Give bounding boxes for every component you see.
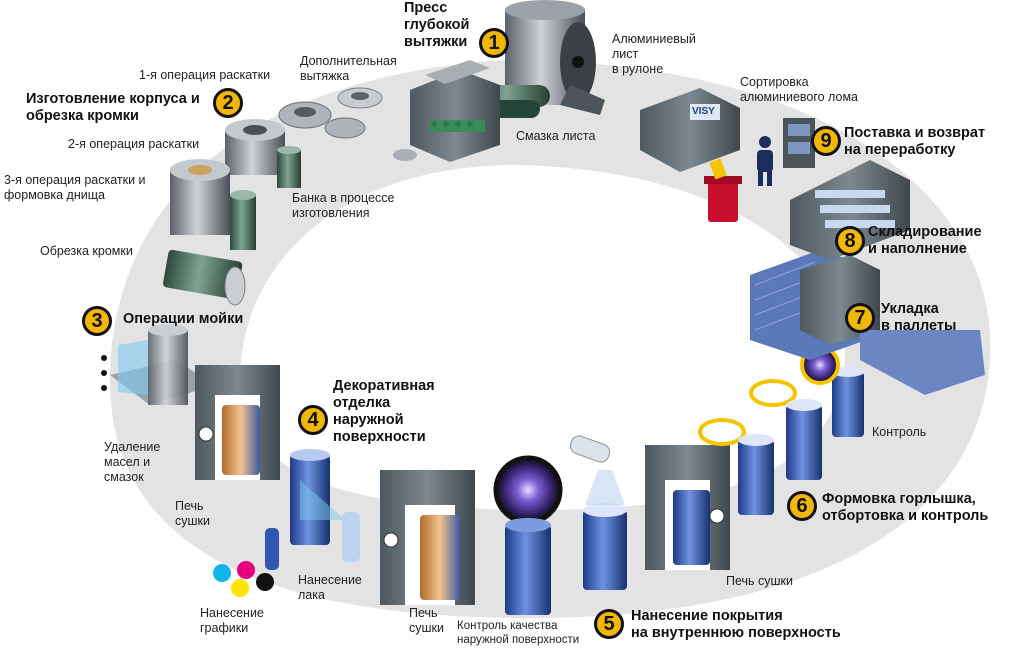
label-drying-oven-1: Печь сушки <box>175 499 210 528</box>
stage-3-badge: 3 <box>82 306 112 336</box>
label-third-ironing: 3-я операция раскатки и формовка днища <box>4 173 146 202</box>
label-aluminum-sheet: Алюминиевый лист в рулоне <box>612 32 696 76</box>
warehouse <box>790 160 910 260</box>
stage-1-title: Пресс глубокой вытяжки <box>404 0 470 50</box>
washer <box>101 324 215 405</box>
drying-oven-one <box>195 365 280 480</box>
stage-1-number: 1 <box>488 31 500 54</box>
varnish-cans <box>265 449 360 570</box>
stage-1-badge: 1 <box>479 28 509 58</box>
stage-6-title: Формовка горлышка, отбортовка и контроль <box>822 491 989 524</box>
draw-cups <box>337 87 417 161</box>
stage-9-number: 9 <box>820 129 832 152</box>
label-control: Контроль <box>872 425 927 439</box>
stage-2-badge: 2 <box>213 88 243 118</box>
stage-7-number: 7 <box>854 306 866 329</box>
label-varnish: Нанесение лака <box>298 573 362 602</box>
ironing-rings <box>225 101 366 188</box>
stage-7-badge: 7 <box>845 303 875 333</box>
stage-6-number: 6 <box>796 494 808 517</box>
label-oil-removal: Удаление масел и смазок <box>104 440 161 484</box>
stage-9-title: Поставка и возврат на переработку <box>844 125 986 158</box>
stage-2-number: 2 <box>222 91 234 114</box>
stage-5-title: Нанесение покрытия на внутреннюю поверхн… <box>631 608 841 641</box>
worker <box>757 136 773 186</box>
stage-6-badge: 6 <box>787 491 817 521</box>
storage-rack <box>783 118 815 168</box>
stage-3-number: 3 <box>91 309 103 332</box>
label-trimming: Обрезка кромки <box>40 244 133 258</box>
label-outer-quality-control: Контроль качества наружной поверхности <box>457 620 580 646</box>
stage-8-title: Складирование и наполнение <box>868 224 982 257</box>
stage-3-title: Операции мойки <box>123 311 244 327</box>
stage-5-number: 5 <box>603 612 615 635</box>
stage-5-badge: 5 <box>594 609 624 639</box>
stage-2-title: Изготовление корпуса и обрезка кромки <box>26 91 200 124</box>
inner-coating-can <box>569 435 627 590</box>
label-first-ironing: 1-я операция раскатки <box>139 68 271 82</box>
drying-oven-three <box>645 445 730 570</box>
drying-oven-two <box>380 470 475 605</box>
visy-logo: VISY <box>692 106 715 117</box>
stage-4-title: Декоративная отделка наружной поверхност… <box>333 378 435 445</box>
recycling-bin <box>704 158 742 222</box>
third-ironing-stack <box>170 159 256 250</box>
stage-9-badge: 9 <box>811 126 841 156</box>
label-second-ironing: 2-я операция раскатки <box>68 137 200 151</box>
ink-dots <box>213 561 274 597</box>
necked-cans <box>698 345 864 515</box>
deep-draw-press <box>410 60 500 162</box>
stage-4-number: 4 <box>307 408 319 431</box>
stage-4-badge: 4 <box>298 405 328 435</box>
label-sheet-lubrication: Смазка листа <box>516 129 596 143</box>
inspection-lens <box>493 455 563 615</box>
label-graphics: Нанесение графики <box>200 606 264 635</box>
aluminum-coil <box>505 0 605 115</box>
stage-8-badge: 8 <box>835 226 865 256</box>
label-drying-oven-2: Печь сушки <box>409 606 444 635</box>
label-extra-drawing: Дополнительная вытяжка <box>300 54 397 83</box>
visy-building <box>640 88 740 172</box>
label-can-in-process: Банка в процессе изготовления <box>292 191 395 220</box>
stage-7-title: Укладка в паллеты <box>881 301 957 334</box>
label-scrap-sorting: Сортировка алюминиевого лома <box>740 75 858 104</box>
stage-8-number: 8 <box>844 229 856 252</box>
label-drying-oven-3: Печь сушки <box>726 574 793 588</box>
trimmed-can <box>163 249 246 306</box>
